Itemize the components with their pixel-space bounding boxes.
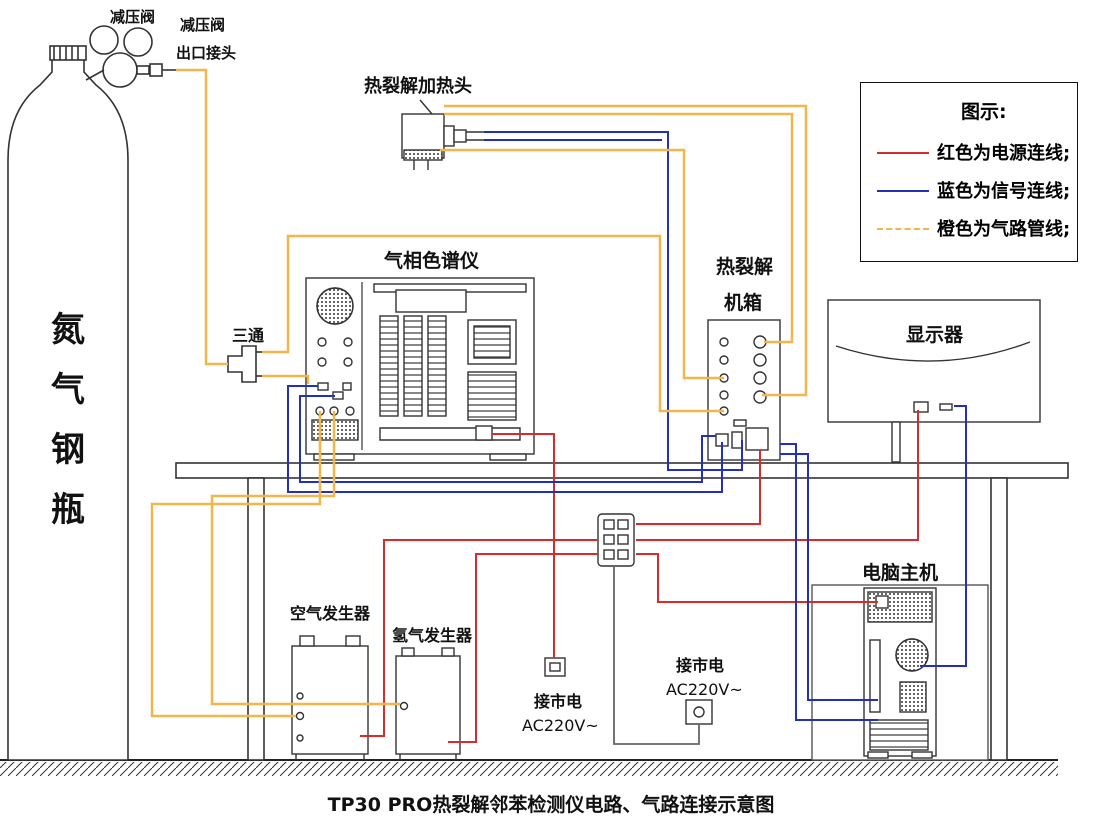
legend-swatch-signal: [877, 190, 929, 192]
hydrogen-generator-label: 氢气发生器: [392, 626, 473, 645]
pressure-regulator: [85, 25, 176, 88]
valve-outlet-label-2: 出口接头: [176, 44, 237, 62]
pyrolysis-head-label: 热裂解加热头: [364, 76, 472, 97]
monitor: [827, 299, 1041, 463]
legend-text-power: 红色为电源连线;: [937, 143, 1071, 164]
legend-item-power: 红色为电源连线;: [877, 139, 1077, 169]
pc-label: 电脑主机: [862, 562, 939, 584]
power-cables: [360, 410, 919, 743]
nitrogen-cylinder-label: 氮气钢瓶: [51, 310, 85, 530]
mains-label-2b: AC220V~: [666, 680, 743, 699]
table: [175, 462, 1069, 761]
power-strip: [597, 513, 635, 567]
gc-instrument: [305, 277, 535, 461]
mains-label-2a: 接市电: [676, 656, 725, 675]
mains-cable: [613, 566, 700, 745]
valve-outlet-label-1: 减压阀: [180, 16, 226, 34]
legend-item-gas: 橙色为气路管线;: [877, 215, 1077, 245]
legend-text-signal: 蓝色为信号连线;: [937, 181, 1071, 202]
floor: [0, 759, 1058, 776]
legend-swatch-gas: [877, 228, 929, 230]
tee-fitting: [227, 345, 262, 383]
mains-socket-1: [544, 657, 566, 677]
mains-label-1b: AC220V~: [522, 716, 599, 735]
hydrogen-generator: [395, 647, 461, 760]
legend-title: 图示:: [961, 101, 1007, 123]
diagram-title: TP30 PRO热裂解邻苯检测仪电路、气路连接示意图: [327, 794, 775, 816]
pyrolysis-heating-head: [401, 99, 484, 170]
pc-tower: [811, 584, 989, 761]
pyrolysis-box-label-1: 热裂解: [716, 256, 774, 278]
gc-label: 气相色谱仪: [384, 250, 480, 272]
mains-socket-2: [685, 699, 713, 725]
pressure-valve-label: 减压阀: [110, 8, 156, 26]
signal-cables: [287, 131, 967, 721]
air-generator-label: 空气发生器: [290, 604, 371, 623]
legend-text-gas: 橙色为气路管线;: [937, 219, 1071, 240]
air-generator: [291, 635, 369, 760]
pyrolysis-box-label-2: 机箱: [724, 292, 763, 314]
nitrogen-cylinder: [7, 45, 129, 761]
mains-label-1a: 接市电: [534, 692, 583, 711]
legend-swatch-power: [877, 152, 929, 154]
legend: 图示: 红色为电源连线; 蓝色为信号连线; 橙色为气路管线;: [860, 82, 1078, 262]
monitor-label: 显示器: [906, 324, 964, 346]
legend-item-signal: 蓝色为信号连线;: [877, 177, 1077, 207]
tee-label: 三通: [232, 326, 265, 345]
gas-lines: [150, 68, 808, 718]
